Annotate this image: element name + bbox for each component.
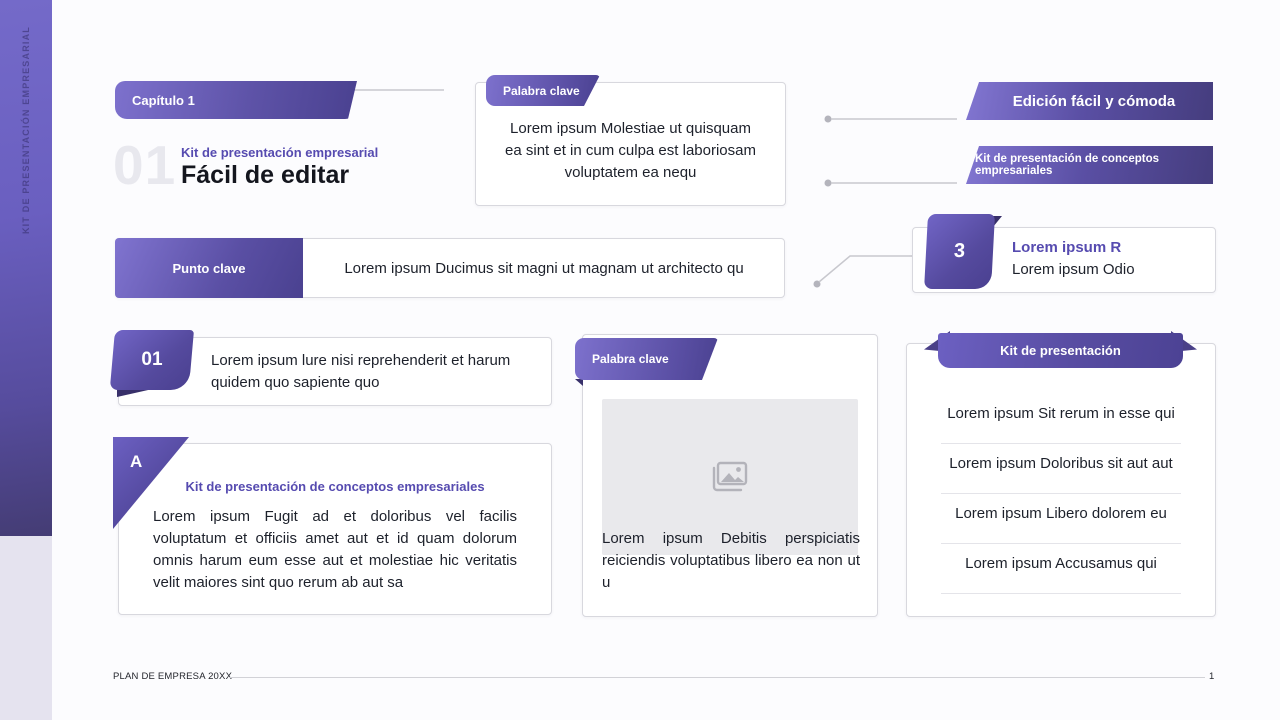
image-placeholder [602, 399, 858, 555]
item-card-badge: 01 [109, 330, 194, 390]
keyword-card-top-tab-label: Palabra clave [503, 83, 580, 98]
numbered-card-badge: 3 [924, 214, 995, 289]
list-card-ribbon-label: Kit de presentación [1000, 343, 1121, 358]
keyword-card-bottom-tab-label: Palabra clave [592, 352, 669, 366]
keypoint-body-text: Lorem ipsum Ducimus sit magni ut magnam … [344, 259, 744, 277]
footer-title: PLAN DE EMPRESA 20XX [113, 671, 233, 682]
list-item: Lorem ipsum Sit rerum in esse qui [941, 394, 1181, 444]
sidebar-band [0, 0, 52, 536]
banner-edicion-label: Edición fácil y cómoda [1012, 92, 1176, 110]
list-item: Lorem ipsum Accusamus qui [941, 544, 1181, 594]
keypoint-label-block: Punto clave [115, 238, 303, 298]
keyword-card-bottom-tab: Palabra clave [575, 338, 718, 380]
image-placeholder-icon [712, 461, 748, 492]
chapter-tag-label: Capítulo 1 [132, 92, 195, 108]
banner-kit-conceptos-label: Kit de presentación de conceptos empresa… [975, 153, 1160, 177]
sidebar-vertical-label-text: KIT DE PRESENTACIÓN EMPRESARIAL [21, 26, 31, 235]
sidebar-vertical-label: KIT DE PRESENTACIÓN EMPRESARIAL [0, 26, 52, 234]
keyword-card-top-body-text: Lorem ipsum Molestiae ut quisquam ea sin… [505, 120, 756, 181]
numbered-card-fold [993, 216, 1002, 227]
keypoint-label-text: Punto clave [172, 260, 246, 276]
letter-card-badge: A [130, 452, 143, 471]
keyword-card-top-tab: Palabra clave [486, 75, 600, 106]
list-card [906, 343, 1216, 617]
keyword-card-bottom-body: Lorem ipsum Debitis perspiciatis reicien… [602, 530, 860, 591]
letter-card [118, 443, 552, 615]
header-kicker: Kit de presentación empresarial [181, 145, 379, 160]
letter-card-title: Kit de presentación de conceptos empresa… [185, 479, 485, 494]
item-card-fold [117, 388, 157, 397]
item-card-body: Lorem ipsum lure nisi reprehenderit et h… [211, 352, 511, 391]
list-item: Lorem ipsum Doloribus sit aut aut [941, 444, 1181, 494]
footer-page-number: 1 [1209, 671, 1215, 682]
list-card-ribbon: Kit de presentación [938, 333, 1183, 368]
keypoint-body: Lorem ipsum Ducimus sit magni ut magnam … [303, 238, 785, 298]
chapter-tag-ribbon: Capítulo 1 [115, 81, 357, 119]
keyword-card-bottom-fold [575, 379, 583, 386]
list-item: Lorem ipsum Libero dolorem eu [941, 494, 1181, 544]
footer-divider [229, 677, 1205, 678]
numbered-card-badge-text: 3 [953, 240, 966, 262]
chapter-big-number: 01 [113, 134, 177, 196]
sidebar-band-bottom [0, 536, 52, 720]
numbered-card-subtitle: Lorem ipsum Odio [1012, 261, 1135, 278]
list-card-items: Lorem ipsum Sit rerum in esse qui Lorem … [906, 394, 1216, 594]
banner-edicion: Edición fácil y cómoda [966, 82, 1213, 120]
keyword-card-top-body: Lorem ipsum Molestiae ut quisquam ea sin… [475, 118, 786, 184]
page-title: Fácil de editar [181, 161, 350, 189]
item-card-badge-text: 01 [141, 349, 163, 370]
letter-card-body: Lorem ipsum Fugit ad et doloribus vel fa… [153, 508, 517, 591]
numbered-card-title: Lorem ipsum R [1012, 239, 1122, 256]
banner-kit-conceptos: Kit de presentación de conceptos empresa… [966, 146, 1213, 184]
